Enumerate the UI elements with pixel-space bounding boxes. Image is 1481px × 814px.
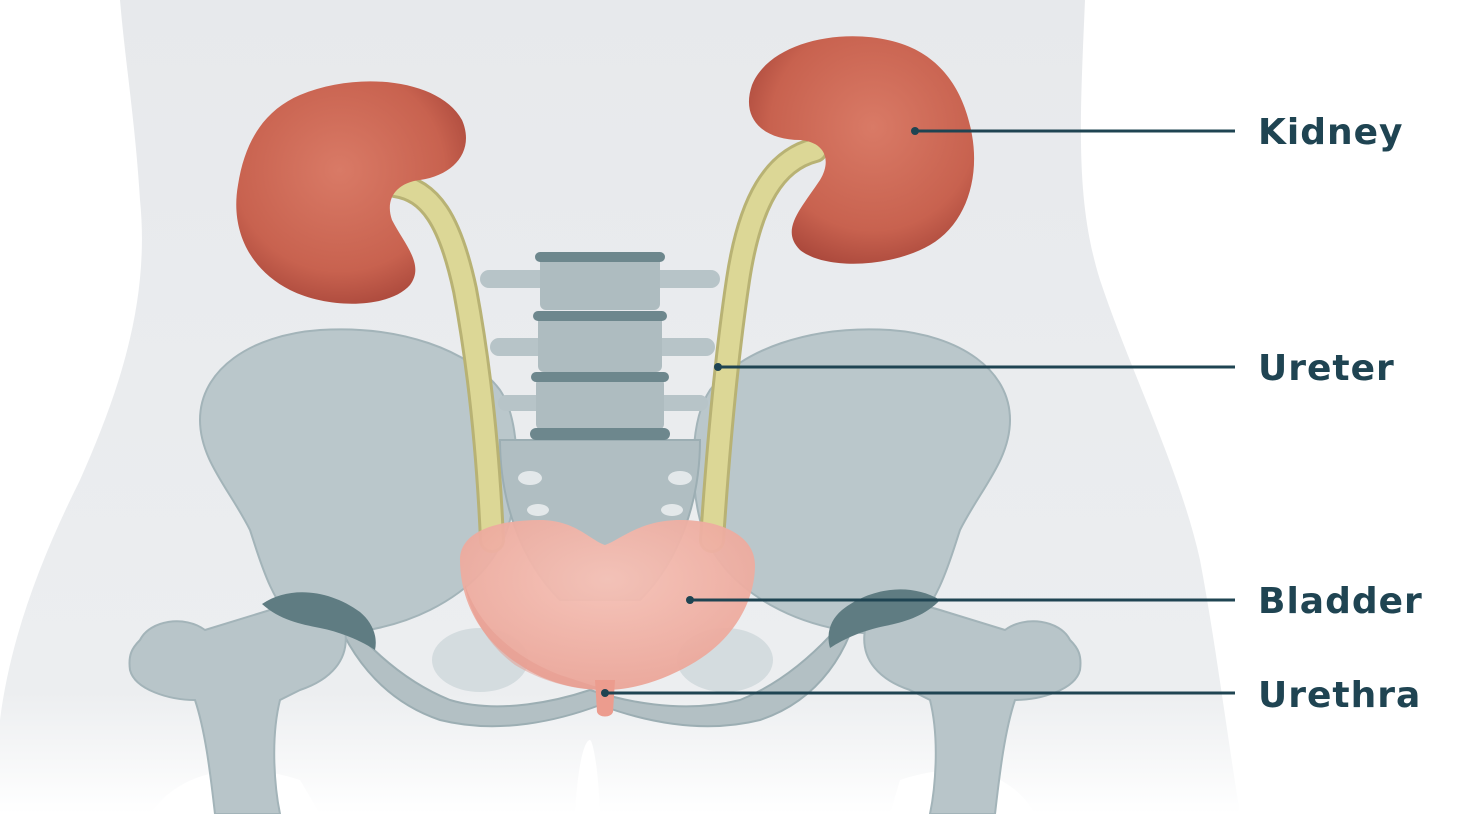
ureter-anchor-dot	[714, 363, 722, 371]
sacral-foramen	[668, 471, 692, 485]
intervertebral-disc	[530, 428, 670, 440]
sacral-foramen	[527, 504, 549, 516]
vertebra	[540, 255, 660, 310]
intervertebral-disc	[535, 252, 665, 262]
sacral-foramen	[518, 471, 542, 485]
bladder-label: Bladder	[1258, 581, 1423, 622]
sacral-foramen	[661, 504, 683, 516]
intervertebral-disc	[531, 372, 669, 382]
vertebra	[538, 316, 662, 372]
intervertebral-disc	[533, 311, 667, 321]
urethra-label: Urethra	[1258, 675, 1421, 716]
ureter-label: Ureter	[1258, 348, 1395, 389]
urethra-anchor-dot	[601, 689, 609, 697]
kidney-anchor-dot	[911, 127, 919, 135]
bladder-anchor-dot	[686, 596, 694, 604]
kidney-label: Kidney	[1258, 112, 1404, 153]
urethra	[595, 680, 615, 717]
vertebra	[536, 378, 664, 430]
labels: Kidney Ureter Bladder Urethra	[1258, 112, 1423, 716]
